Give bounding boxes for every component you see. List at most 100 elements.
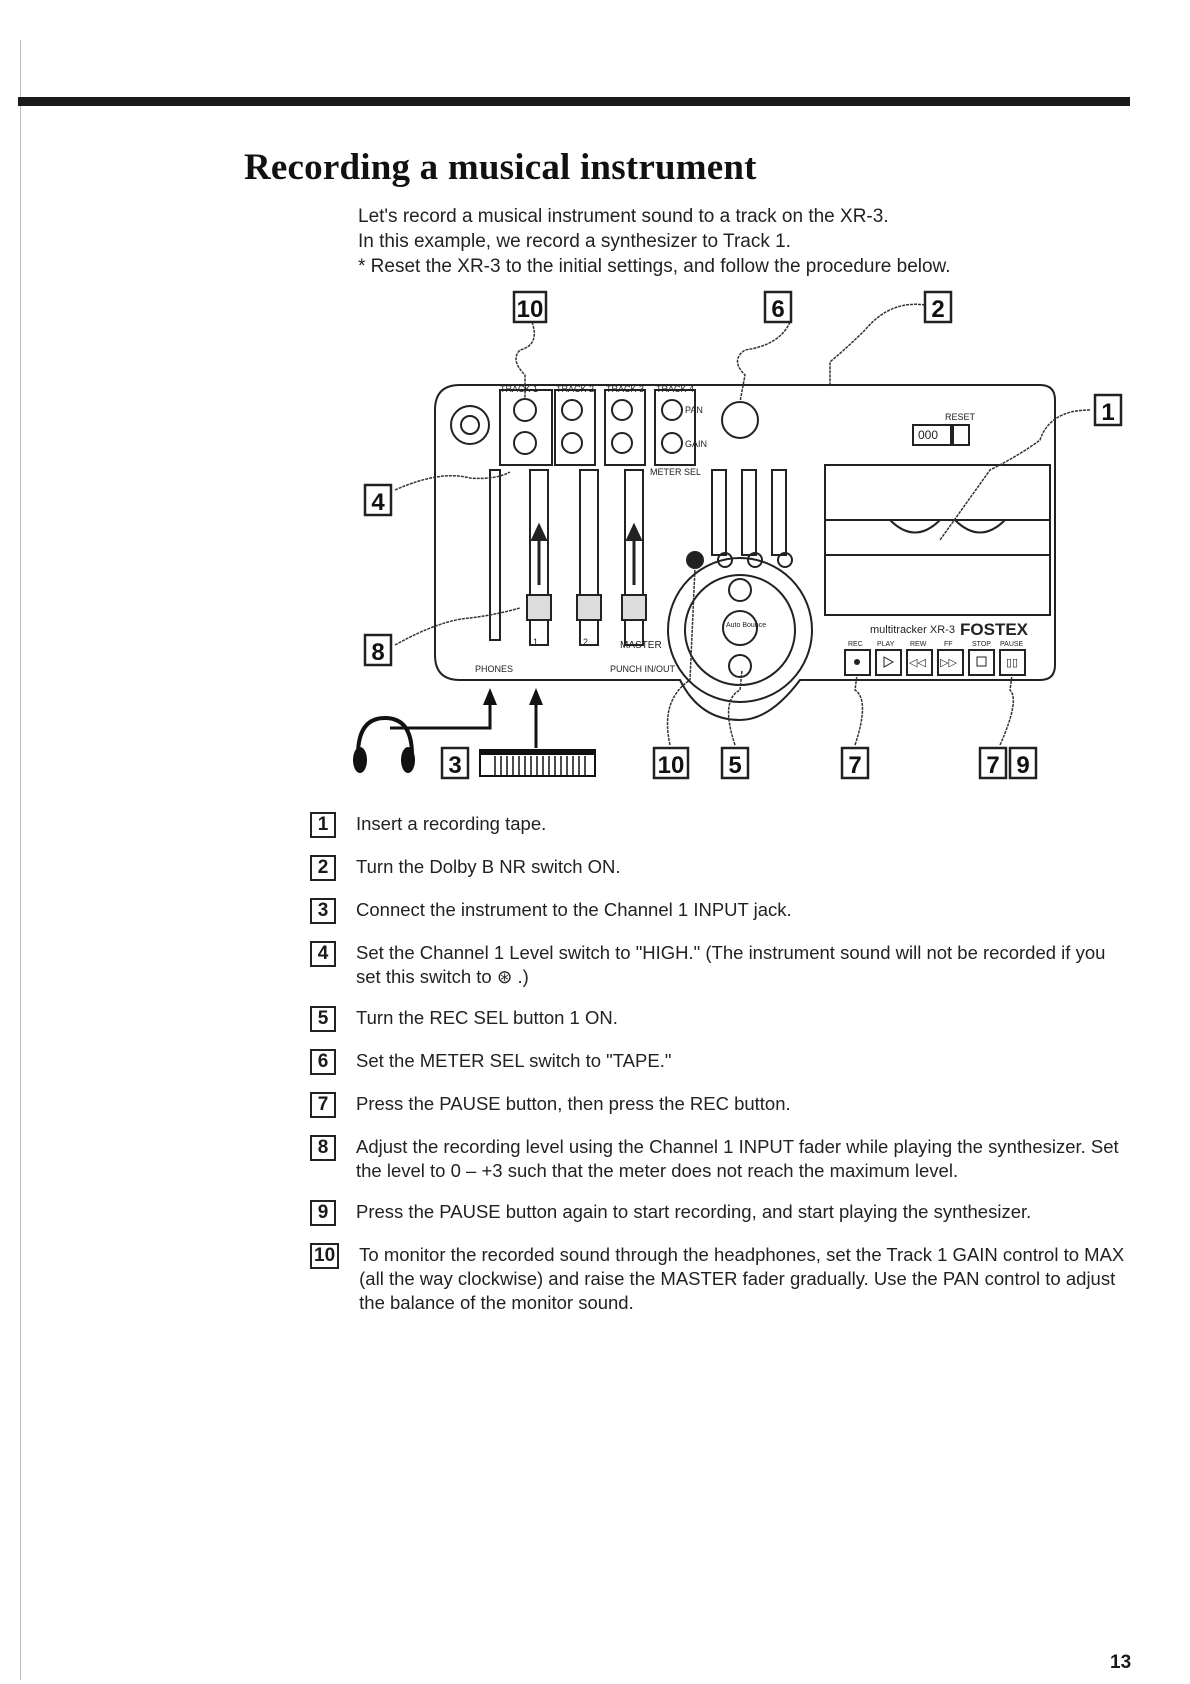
intro-text: Let's record a musical instrument sound …: [358, 204, 1118, 279]
step-text: To monitor the recorded sound through th…: [359, 1244, 1125, 1313]
label-fader-2: 2: [583, 637, 588, 647]
track-1-strip: [499, 389, 553, 466]
meter-1: [711, 469, 727, 556]
svg-text:▯▯: ▯▯: [1006, 657, 1018, 669]
label-brand: FOSTEX: [960, 620, 1029, 639]
label-track4: TRACK 4: [656, 384, 694, 394]
step-text: Press the PAUSE button, then press the R…: [356, 1093, 791, 1114]
play-button: [875, 649, 902, 676]
label-reset: RESET: [945, 412, 976, 422]
meter-3: [771, 469, 787, 556]
callout-3: 3: [448, 752, 461, 779]
step-number: 6: [310, 1049, 336, 1075]
page-title: Recording a musical instrument: [244, 147, 757, 188]
jog-wheel: [667, 557, 813, 703]
fader-1: [529, 469, 549, 646]
label-phones: PHONES: [475, 664, 513, 674]
intro-line-2: In this example, we record a synthesizer…: [358, 231, 791, 252]
page-number: 13: [1110, 1652, 1132, 1673]
auto-bounce-button: [722, 610, 758, 646]
step-number: 4: [310, 941, 336, 967]
step-text: Press the PAUSE button again to start re…: [356, 1201, 1032, 1222]
callout-8: 8: [371, 639, 384, 666]
gain-knob: [513, 431, 537, 455]
step-text: Connect the instrument to the Channel 1 …: [356, 899, 792, 920]
step-number: 7: [310, 1092, 336, 1118]
callout-10-bottom: 10: [658, 752, 685, 779]
step-4: 4 Set the Channel 1 Level switch to "HIG…: [310, 941, 1130, 989]
meter-2: [741, 469, 757, 556]
step-number: 10: [310, 1243, 340, 1269]
step-text: Adjust the recording level using the Cha…: [356, 1136, 1119, 1181]
label-pan: PAN: [685, 405, 703, 415]
callout-1: 1: [1101, 399, 1114, 426]
track-4-strip: [654, 389, 696, 466]
fader-2: [579, 469, 599, 646]
label-track3: TRACK 3: [606, 384, 644, 394]
label-rew: REW: [910, 641, 927, 648]
callout-4: 4: [371, 489, 385, 516]
step-number: 1: [310, 812, 336, 838]
callout-7-b: 7: [986, 752, 999, 779]
label-gain: GAIN: [685, 439, 707, 449]
rec-sel-1: [686, 551, 704, 569]
step-5: 5 Turn the REC SEL button 1 ON.: [310, 1006, 1130, 1032]
track-3-strip: [604, 389, 646, 466]
step-number: 8: [310, 1135, 336, 1161]
intro-line-3: * Reset the XR-3 to the initial settings…: [358, 256, 951, 277]
pause-button: [999, 649, 1026, 676]
step-6: 6 Set the METER SEL switch to "TAPE.": [310, 1049, 1130, 1075]
step-10: 10 To monitor the recorded sound through…: [310, 1243, 1130, 1315]
label-auto-bounce: Auto Bounce: [726, 622, 766, 629]
ff-button: [937, 649, 964, 676]
level-switch: [489, 469, 501, 641]
label-master: MASTER: [620, 640, 662, 651]
header-rule: [18, 97, 1130, 106]
label-model: multitracker XR-3: [870, 624, 955, 636]
svg-text:▷▷: ▷▷: [940, 657, 957, 669]
step-text: Turn the Dolby B NR switch ON.: [356, 856, 621, 877]
stop-button: [968, 649, 995, 676]
step-text: Set the Channel 1 Level switch to "HIGH.…: [356, 942, 1106, 987]
pan-knob: [513, 398, 537, 422]
callout-9: 9: [1016, 752, 1029, 779]
rec-button: [844, 649, 871, 676]
step-7: 7 Press the PAUSE button, then press the…: [310, 1092, 1130, 1118]
label-play: PLAY: [877, 641, 895, 648]
step-text: Set the METER SEL switch to "TAPE.": [356, 1050, 672, 1071]
unit-body: [434, 384, 1056, 722]
pitch-knob: [721, 401, 759, 439]
step-text: Turn the REC SEL button 1 ON.: [356, 1007, 618, 1028]
label-counter: 000: [918, 428, 938, 442]
step-3: 3 Connect the instrument to the Channel …: [310, 898, 1130, 924]
reset-button: [952, 424, 970, 446]
label-meter-sel: METER SEL: [650, 467, 701, 477]
label-rec: REC: [848, 641, 863, 648]
headphones-icon: [356, 715, 414, 756]
input-jack: [450, 405, 490, 445]
label-ff: FF: [944, 641, 953, 648]
intro-line-1: Let's record a musical instrument sound …: [358, 206, 889, 227]
tape-counter: [912, 424, 952, 446]
step-text: Insert a recording tape.: [356, 813, 547, 834]
page-margin-line: [20, 40, 21, 1680]
xr3-panel-diagram: ◁◁ ▷▷ ▯▯ TRACK 1 TRACK 2 TRACK 3 TRACK 4…: [353, 290, 1123, 780]
callout-7-a: 7: [848, 752, 861, 779]
step-1: 1 Insert a recording tape.: [310, 812, 1130, 838]
step-8: 8 Adjust the recording level using the C…: [310, 1135, 1130, 1183]
step-2: 2 Turn the Dolby B NR switch ON.: [310, 855, 1130, 881]
callout-2: 2: [931, 296, 944, 323]
procedure-steps: 1 Insert a recording tape. 2 Turn the Do…: [310, 812, 1130, 1332]
callout-10-top: 10: [517, 296, 544, 323]
label-fader-1: 1: [533, 637, 538, 647]
callout-5: 5: [728, 752, 741, 779]
step-number: 9: [310, 1200, 336, 1226]
cassette-well: [824, 464, 1051, 616]
step-9: 9 Press the PAUSE button again to start …: [310, 1200, 1130, 1226]
track-2-strip: [554, 389, 596, 466]
callout-6: 6: [771, 296, 784, 323]
svg-text:◁◁: ◁◁: [909, 657, 926, 669]
label-track1: TRACK 1: [500, 384, 538, 394]
master-fader: [624, 469, 644, 646]
rew-button: [906, 649, 933, 676]
